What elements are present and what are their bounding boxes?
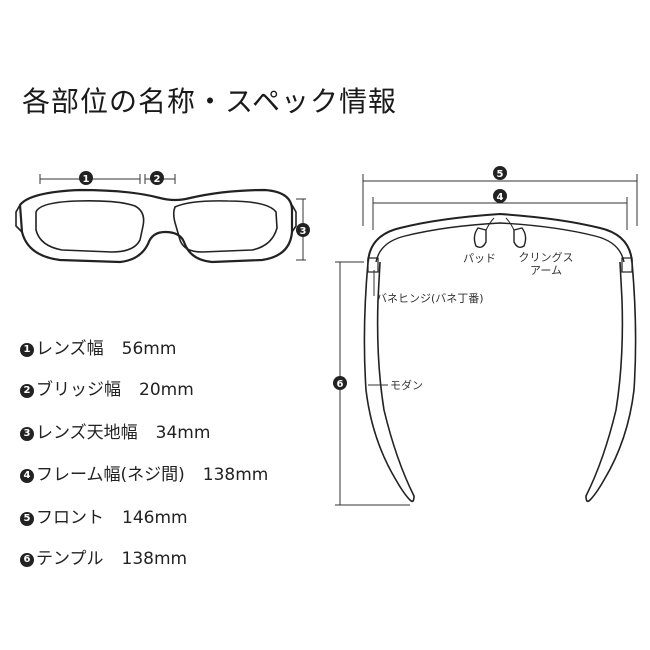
spec-value: 34mm bbox=[155, 423, 211, 443]
marker-2-text: 2 bbox=[154, 174, 161, 185]
left-pad bbox=[473, 227, 487, 249]
clings-arm-label-line1: クリングス bbox=[518, 251, 574, 264]
spec-number-badge: 3 bbox=[20, 427, 34, 441]
marker-3: 3 bbox=[296, 223, 310, 237]
page-title: 各部位の名称・スペック情報 bbox=[22, 85, 398, 118]
spec-label: フロント bbox=[36, 508, 104, 528]
right-lens bbox=[172, 200, 278, 253]
marker-6-text: 6 bbox=[337, 379, 344, 390]
top-view-glasses bbox=[363, 212, 637, 503]
spec-value: 20mm bbox=[139, 380, 194, 400]
left-lens bbox=[35, 200, 145, 253]
marker-1: 1 bbox=[79, 171, 93, 185]
left-hinge bbox=[367, 257, 379, 273]
clings-arm-label: クリングス アーム bbox=[514, 251, 578, 277]
front-view-glasses bbox=[15, 188, 297, 264]
spec-value: 56mm bbox=[121, 339, 177, 359]
spec-value: 138mm bbox=[121, 549, 188, 569]
frame-outline bbox=[18, 188, 294, 264]
marker-1-text: 1 bbox=[83, 174, 90, 185]
spec-label: フレーム幅(ネジ間) bbox=[36, 465, 185, 485]
front-bar bbox=[367, 212, 633, 263]
spec-number-badge: 1 bbox=[20, 343, 34, 357]
modern-label: モダン bbox=[390, 379, 423, 392]
marker-4-text: 4 bbox=[497, 192, 504, 203]
marker-6: 6 bbox=[333, 376, 347, 390]
marker-5: 5 bbox=[493, 166, 507, 180]
numbered-markers: 1 2 3 4 5 6 bbox=[79, 166, 507, 390]
pad-label: パッド bbox=[463, 252, 496, 265]
front-dimension-lines bbox=[39, 174, 306, 261]
marker-3-text: 3 bbox=[300, 226, 307, 237]
spec-number-badge: 4 bbox=[20, 469, 34, 483]
marker-2: 2 bbox=[150, 171, 164, 185]
right-end-piece bbox=[291, 204, 297, 233]
spec-number-badge: 5 bbox=[20, 512, 34, 526]
left-temple bbox=[363, 261, 415, 503]
spec-label: レンズ幅 bbox=[36, 339, 104, 359]
spec-label: レンズ天地幅 bbox=[36, 423, 138, 443]
spec-label: テンプル bbox=[36, 549, 104, 569]
right-hinge bbox=[621, 257, 633, 273]
spring-hinge-label: バネヒンジ(バネ丁番) bbox=[376, 292, 484, 305]
left-end-piece bbox=[15, 204, 23, 233]
spec-label: ブリッジ幅 bbox=[36, 380, 121, 400]
left-pad-arm bbox=[485, 217, 495, 231]
marker-4: 4 bbox=[493, 189, 507, 203]
spec-number-badge: 6 bbox=[20, 553, 34, 567]
right-temple bbox=[585, 261, 637, 503]
right-pad bbox=[513, 227, 527, 249]
marker-5-text: 5 bbox=[497, 169, 504, 180]
spec-value: 146mm bbox=[122, 508, 188, 528]
right-pad-arm bbox=[505, 217, 515, 231]
clings-arm-label-line2: アーム bbox=[529, 264, 562, 277]
front-bar-inner bbox=[375, 222, 625, 263]
spec-value: 138mm bbox=[202, 465, 269, 485]
spec-number-badge: 2 bbox=[20, 384, 34, 398]
